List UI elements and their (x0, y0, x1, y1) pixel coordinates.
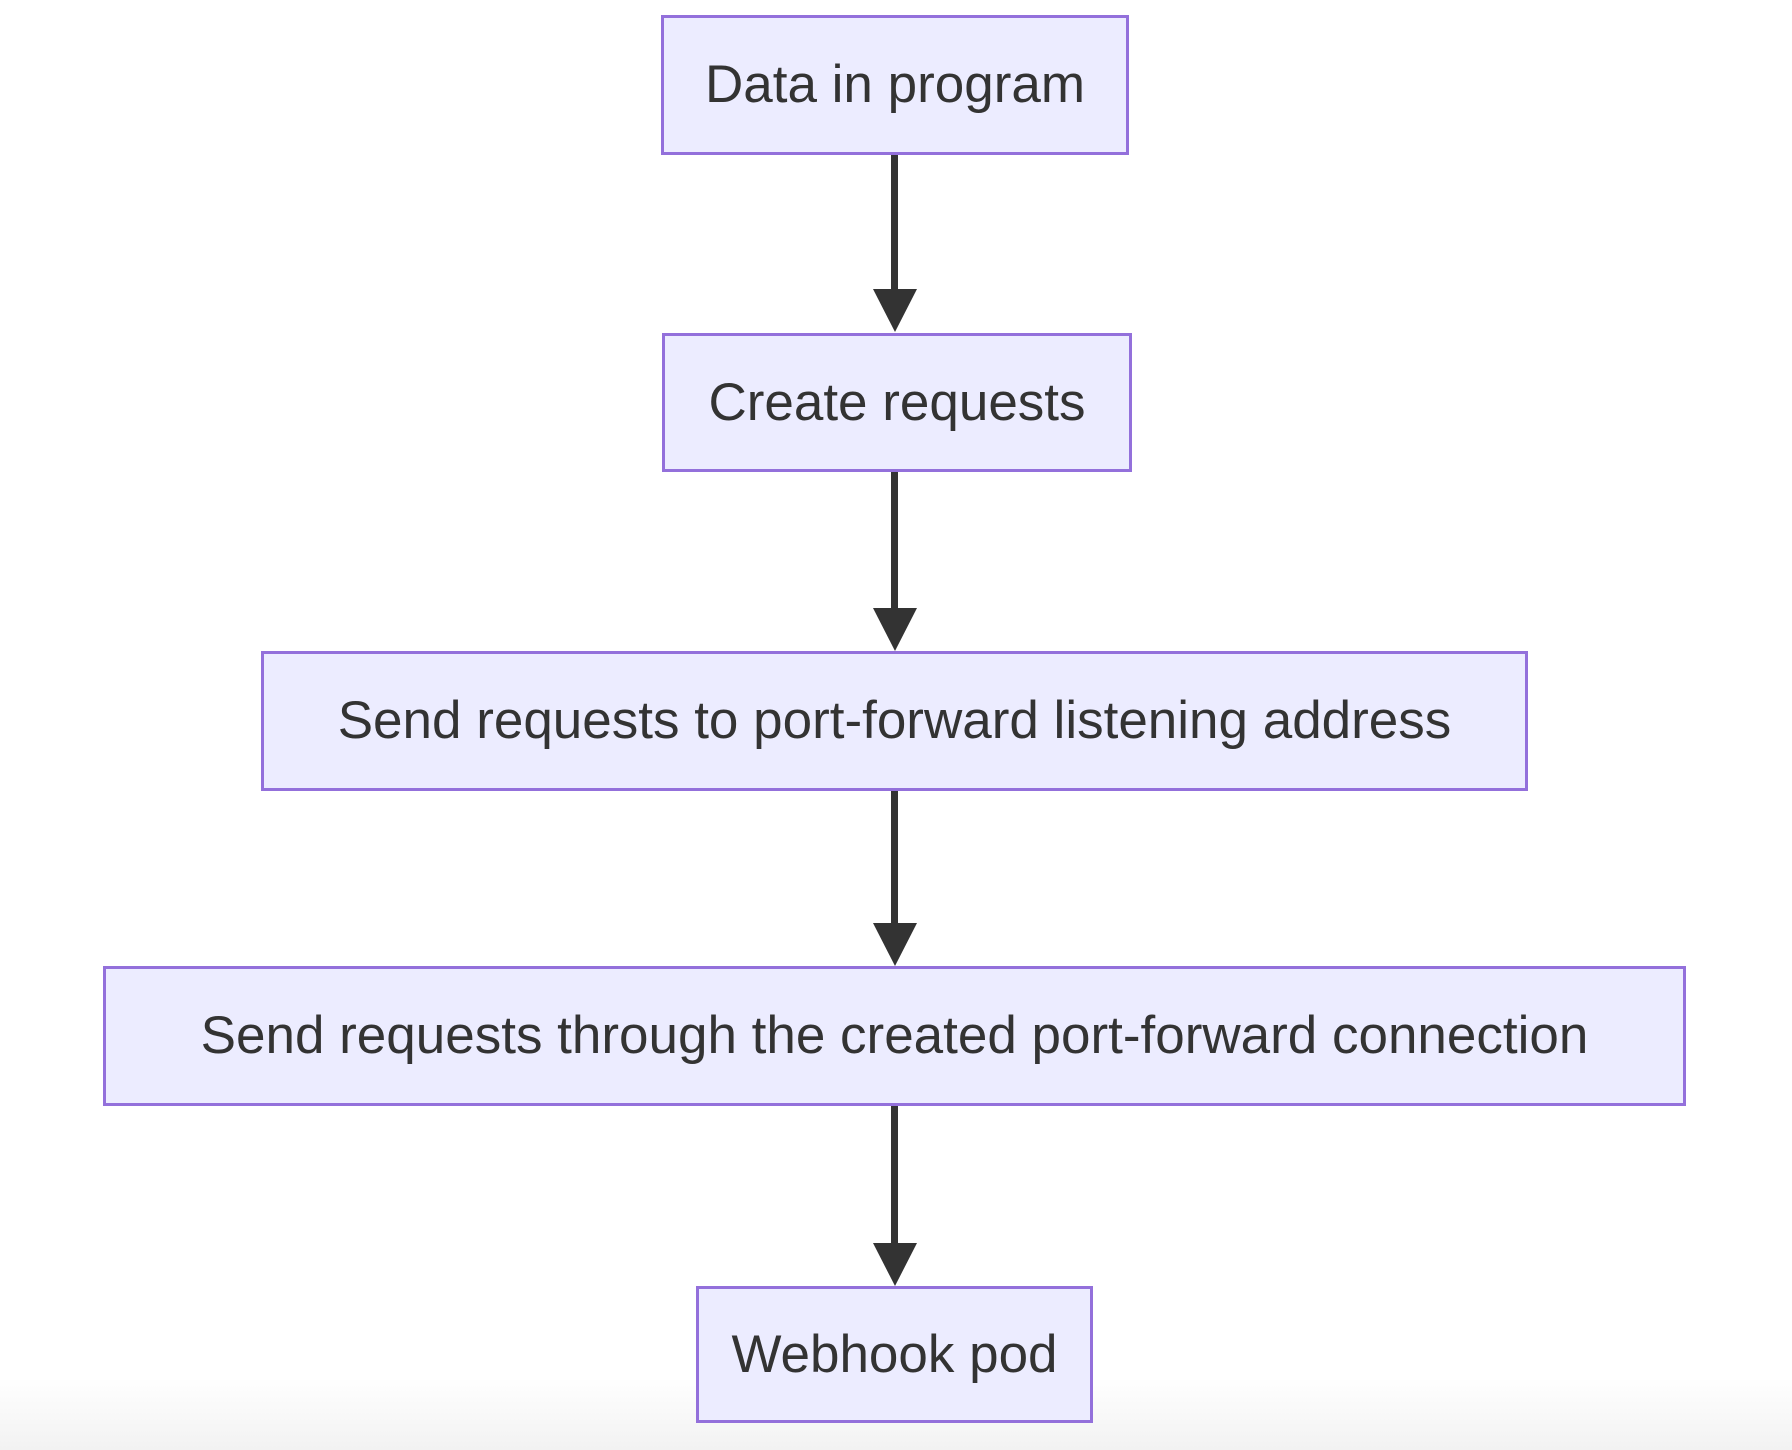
node-data-in-program: Data in program (661, 15, 1129, 155)
node-label: Create requests (708, 372, 1086, 432)
arrow-down-icon (873, 923, 917, 966)
node-create-requests: Create requests (662, 333, 1132, 472)
arrow-down-icon (873, 1243, 917, 1286)
node-send-requests-port-forward-connection: Send requests through the created port-f… (103, 966, 1686, 1106)
edge-line-1 (891, 155, 898, 292)
node-webhook-pod: Webhook pod (696, 1286, 1093, 1423)
node-label: Data in program (704, 55, 1085, 115)
arrow-down-icon (873, 608, 917, 651)
arrow-down-icon (873, 289, 917, 332)
node-label: Send requests through the created port-f… (200, 1006, 1589, 1066)
edge-line-4 (891, 1106, 898, 1246)
node-label: Webhook pod (731, 1324, 1058, 1384)
edge-line-2 (891, 472, 898, 611)
edge-line-3 (891, 791, 898, 926)
node-label: Send requests to port-forward listening … (337, 691, 1452, 751)
node-send-requests-listening-address: Send requests to port-forward listening … (261, 651, 1528, 791)
